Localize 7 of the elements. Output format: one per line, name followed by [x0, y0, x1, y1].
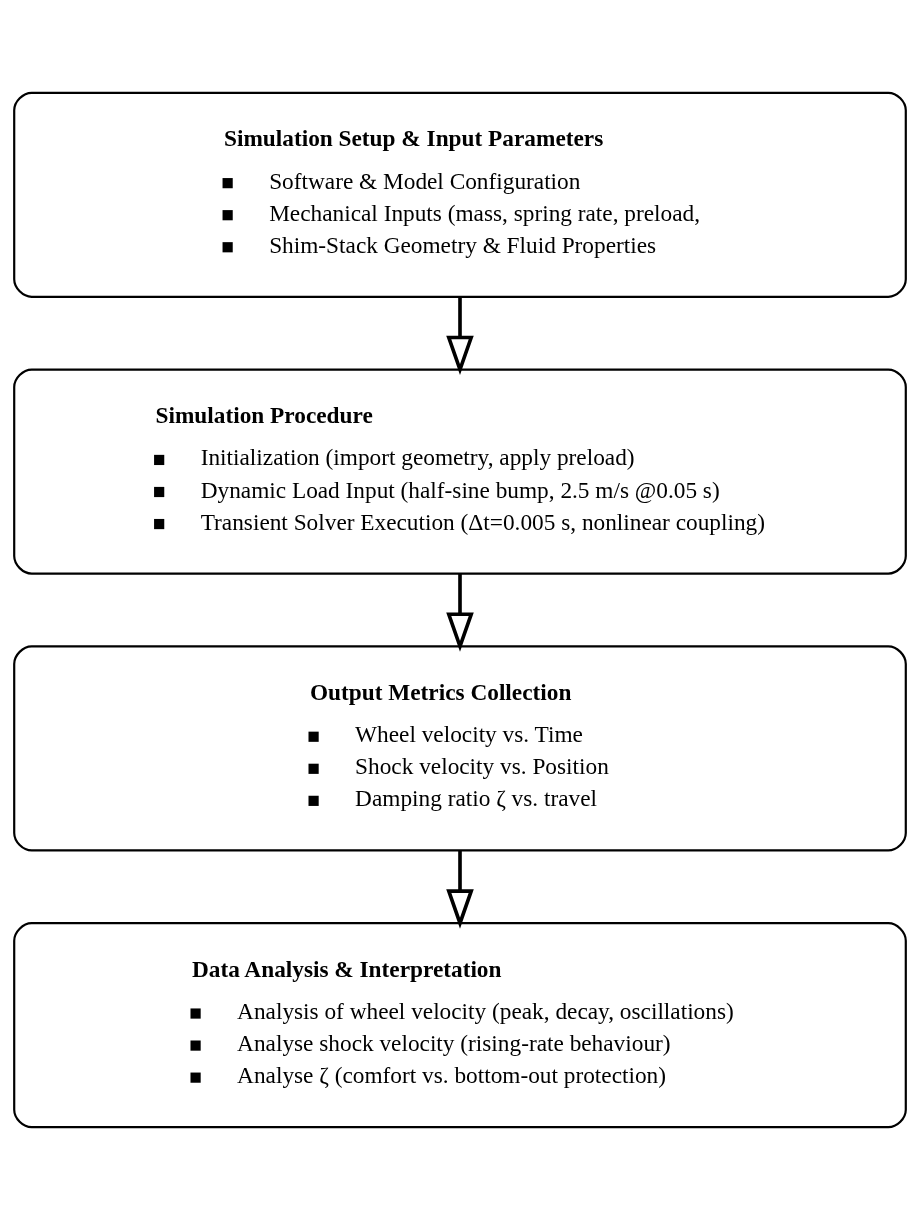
arrow [446, 297, 474, 376]
node-box: Simulation Procedure Initialization (import geometry, apply preload) Dynamic Load Input (half-sine bump, 2.5 m/s @0.05 s) Transient Solver Execution (Δt=0.005 s, nonlinear coupling) [13, 368, 907, 575]
node-box: Simulation Setup & Input Parameters Software & Model Configuration Mechanical Inputs (mass, spring rate, preload, Shim-Stack Geometry & Fluid Properties [13, 91, 907, 298]
arrow [446, 850, 474, 929]
node-box: Data Analysis & Interpretation Analysis of wheel velocity (peak, decay, oscillations) Analyse shock velocity (rising-rate behaviour) Analyse ζ (comfort vs. bottom-out protection) [13, 922, 907, 1129]
node-box: Output Metrics Collection Wheel velocity vs. Time Shock velocity vs. Position Damping ratio ζ vs. travel [13, 645, 907, 852]
arrow [446, 573, 474, 652]
